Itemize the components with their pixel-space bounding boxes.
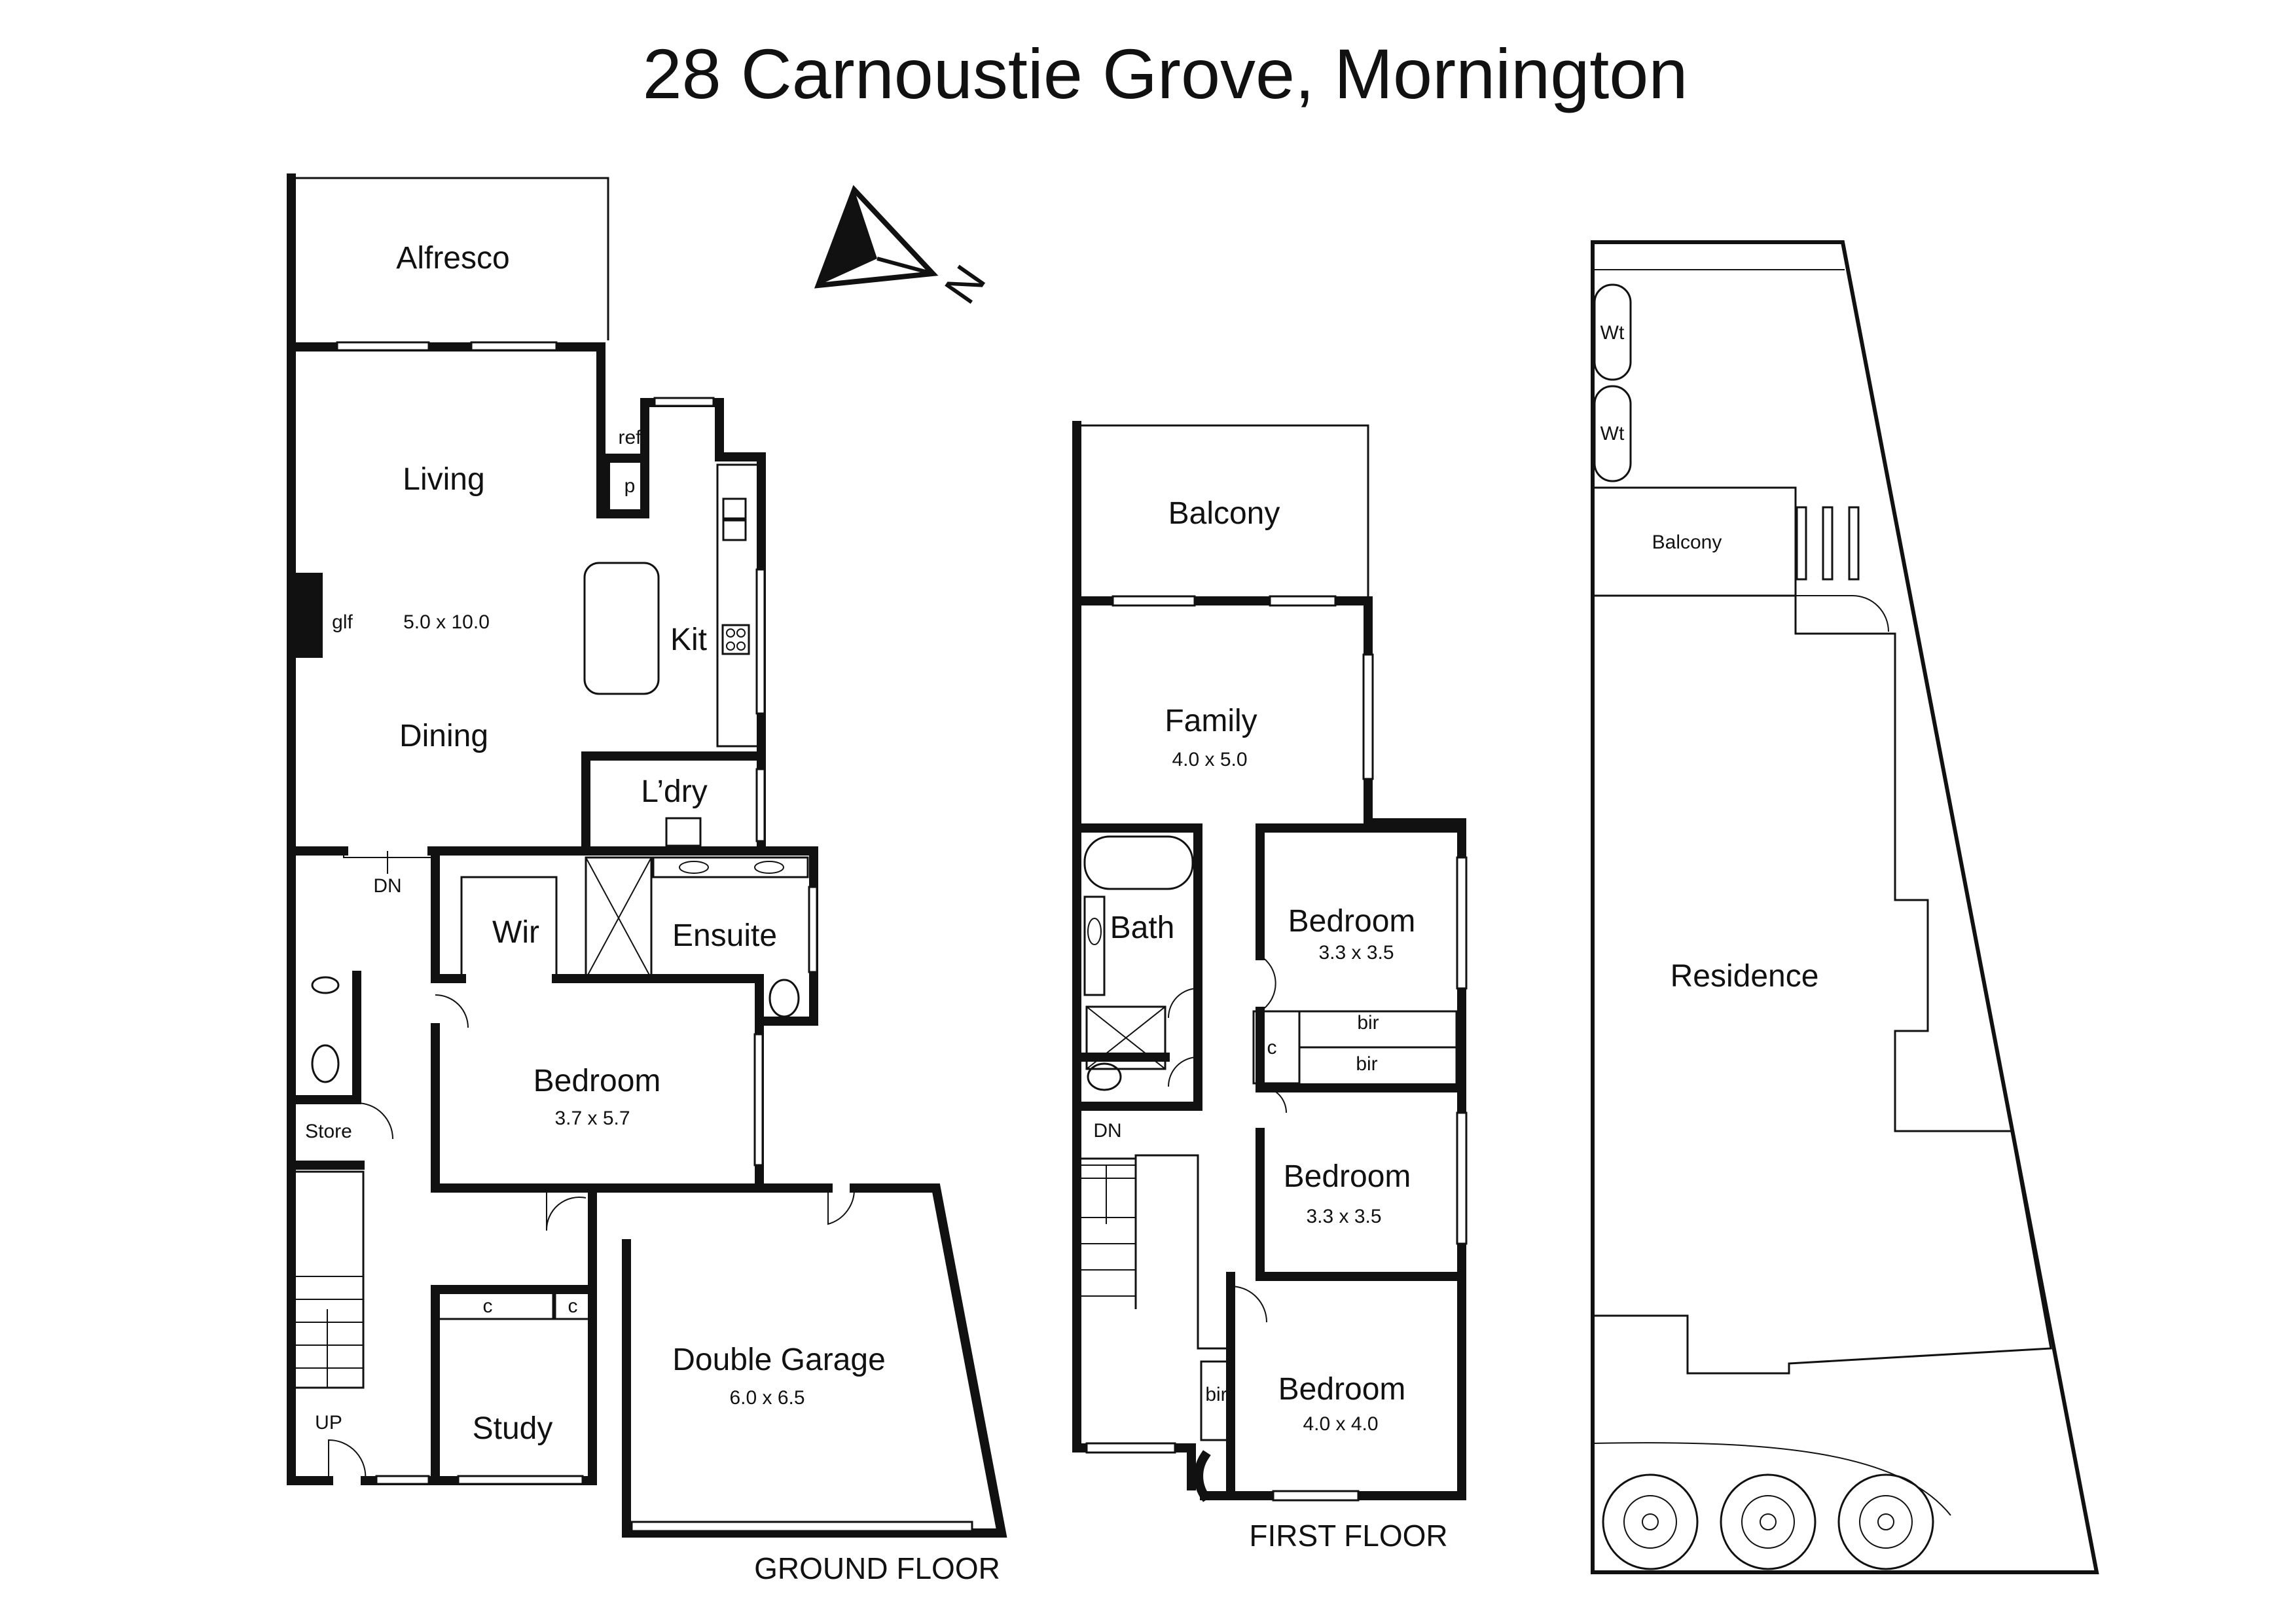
room-bedroom-first-3: Bedroom [1278,1372,1406,1407]
label-cupboard-1: c [483,1295,493,1317]
label-dn-ground: DN [373,875,401,897]
room-double-garage: Double Garage [672,1343,886,1377]
site-plan: Wt Wt Balcony Residence [1591,240,2099,1574]
ground-floor-plan: Alfresco Living 5.0 x 10.0 glf Dining Ki… [287,173,1007,1585]
room-bedroom-ground: Bedroom [533,1064,661,1098]
label-glf: glf [332,611,353,633]
label-dn-first: DN [1093,1120,1121,1142]
room-study: Study [473,1411,553,1446]
label-water-tank-2: Wt [1600,423,1625,444]
room-balcony-first: Balcony [1168,496,1280,531]
label-bir-2: bir [1356,1053,1377,1075]
tree-icon [1602,1473,1699,1570]
room-alfresco: Alfresco [396,241,509,276]
room-kit: Kit [670,623,707,657]
label-ref: ref [618,427,642,448]
bedroom-first-2-dimensions: 3.3 x 3.5 [1306,1206,1381,1227]
label-water-tank-1: Wt [1600,322,1625,344]
tree-icon [1837,1473,1934,1570]
north-label: N [935,256,996,312]
bedroom-first-1-dimensions: 3.3 x 3.5 [1318,942,1394,964]
label-up: UP [315,1412,342,1434]
label-balcony-site: Balcony [1652,532,1722,553]
first-floor-plan: Balcony Family 4.0 x 5.0 Bath Bedroom 3.… [1072,421,1468,1553]
label-pantry: p [624,475,636,497]
north-arrow-icon: N [814,185,996,313]
room-ensuite: Ensuite [672,918,777,953]
living-dimensions: 5.0 x 10.0 [403,611,490,633]
family-dimensions: 4.0 x 5.0 [1172,749,1247,770]
room-laundry: L’dry [641,774,707,809]
plan-title: 28 Carnoustie Grove, Mornington [643,34,1688,113]
label-cupboard-first: c [1267,1037,1277,1058]
room-living: Living [403,462,484,497]
label-ground-floor: GROUND FLOOR [754,1551,1000,1585]
room-family: Family [1165,704,1257,738]
label-store: Store [305,1121,352,1142]
bedroom-first-3-dimensions: 4.0 x 4.0 [1303,1413,1378,1435]
bedroom-ground-dimensions: 3.7 x 5.7 [554,1108,630,1129]
garage-dimensions: 6.0 x 6.5 [729,1387,804,1409]
label-bir-1: bir [1357,1012,1379,1034]
room-bedroom-first-1: Bedroom [1288,904,1416,939]
label-bir-3: bir [1205,1384,1227,1405]
label-residence: Residence [1671,959,1819,994]
label-first-floor: FIRST FLOOR [1249,1519,1447,1553]
tree-icon [1720,1473,1816,1570]
room-dining: Dining [399,719,488,753]
label-cupboard-2: c [568,1295,578,1317]
room-wir: Wir [492,915,539,950]
room-bath: Bath [1110,911,1175,945]
room-bedroom-first-2: Bedroom [1284,1159,1411,1194]
